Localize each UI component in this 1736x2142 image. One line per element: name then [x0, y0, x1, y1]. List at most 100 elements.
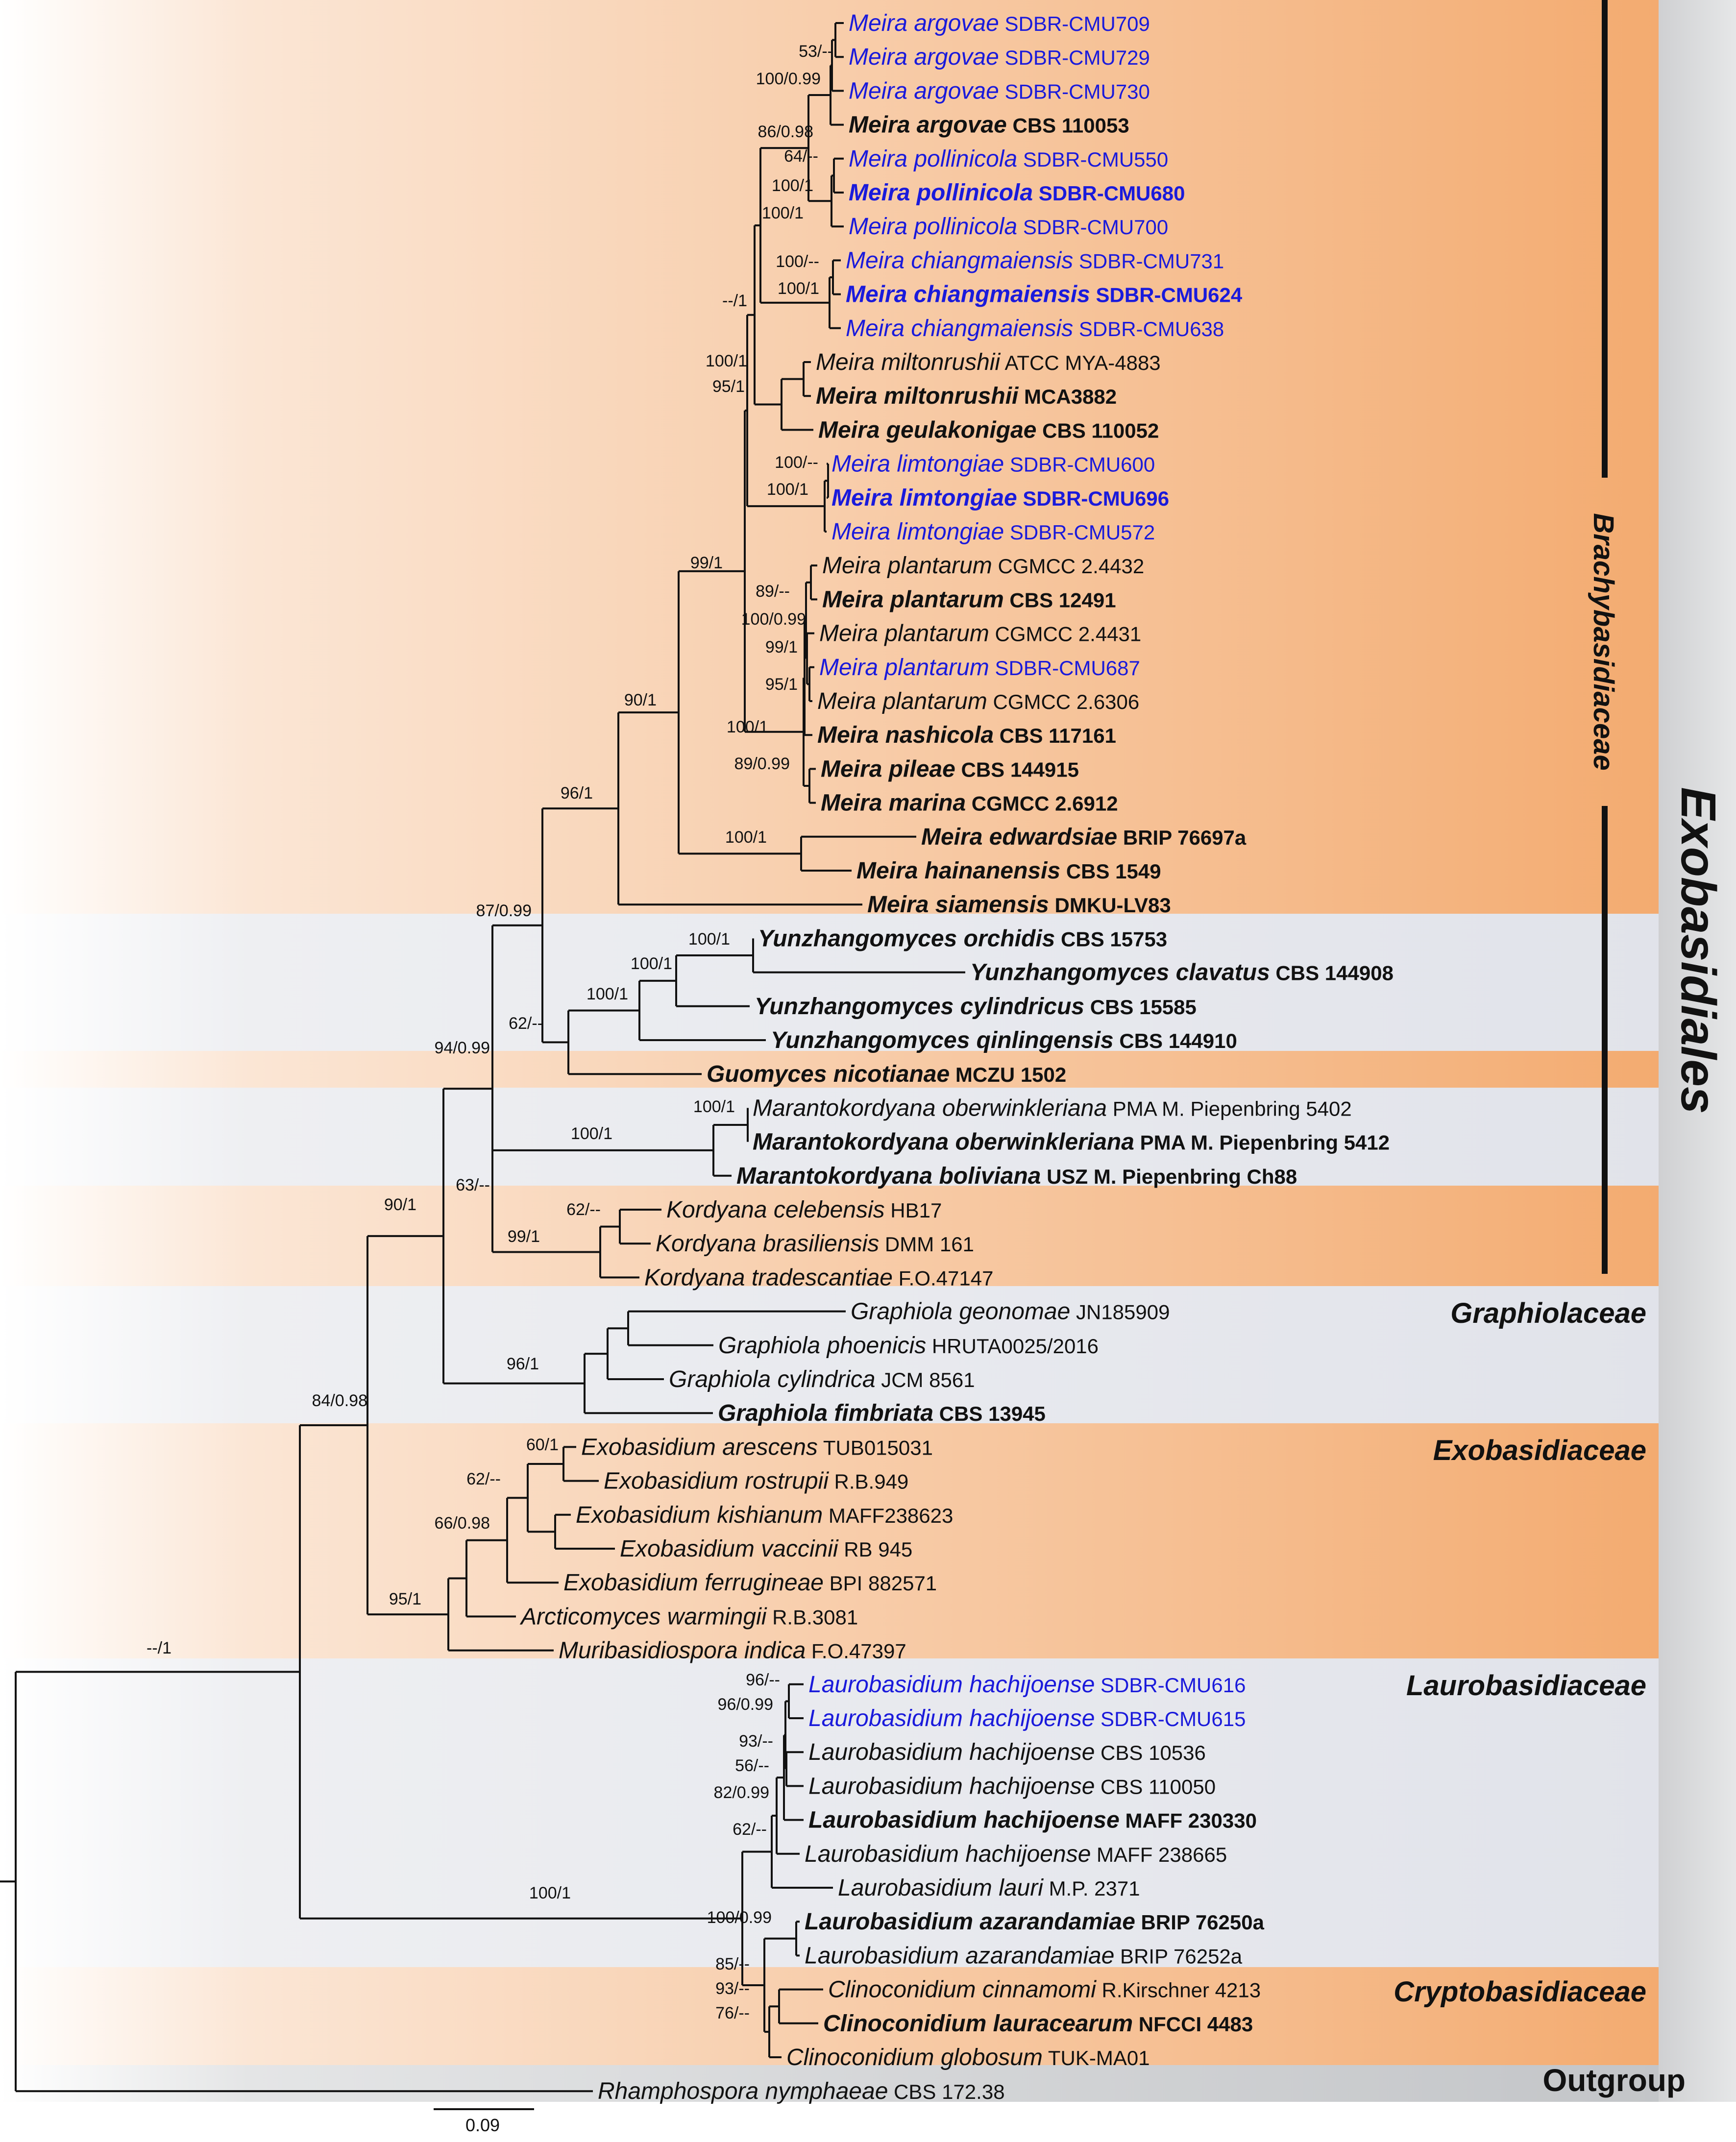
- taxon-label: Meira plantarum CGMCC 2.4431: [819, 621, 1141, 647]
- species-name: Clinoconidium cinnamomi: [828, 1977, 1097, 2003]
- brachybasidiaceae-label: Brachybasidiaceae: [1588, 513, 1619, 771]
- species-name: Meira plantarum: [822, 586, 1004, 612]
- strain-code: SDBR-CMU624: [1090, 284, 1243, 307]
- band-yunzhangomyces: [0, 914, 1659, 1051]
- support-value: 62/--: [566, 1200, 601, 1219]
- strain-code: F.O.47397: [806, 1640, 906, 1663]
- taxon-label: Yunzhangomyces orchidis CBS 15753: [758, 925, 1167, 951]
- taxon-label: Meira pileae CBS 144915: [821, 756, 1079, 782]
- strain-code: SDBR-CMU709: [999, 12, 1150, 35]
- support-value: 100/1: [693, 1097, 735, 1116]
- strain-code: PMA M. Piepenbring 5402: [1107, 1097, 1352, 1120]
- taxon-label: Yunzhangomyces cylindricus CBS 15585: [755, 994, 1197, 1020]
- species-name: Meira plantarum: [819, 621, 989, 647]
- support-values: 53/--100/0.9986/0.9864/--100/1100/1100/-…: [147, 42, 833, 2022]
- species-name: Meira edwardsiae: [921, 824, 1117, 850]
- band-brachy-meira: [0, 0, 1659, 914]
- band-outgroup: [0, 2065, 1659, 2102]
- support-value: 86/0.98: [758, 122, 813, 141]
- strain-code: BPI 882571: [824, 1572, 937, 1595]
- taxon-label: Laurobasidium hachijoense MAFF 230330: [808, 1807, 1257, 1833]
- strain-code: MAFF 230330: [1120, 1809, 1257, 1832]
- taxon-label: Exobasidium kishianum MAFF238623: [576, 1502, 953, 1528]
- support-value: 60/1: [526, 1436, 559, 1454]
- band-laurobasidiaceae: [0, 1658, 1659, 1967]
- species-name: Meira pileae: [821, 756, 955, 782]
- species-name: Exobasidium rostrupii: [604, 1468, 829, 1494]
- species-name: Meira limtongiae: [831, 519, 1004, 545]
- species-name: Graphiola geonomae: [851, 1299, 1070, 1325]
- taxon-label: Meira limtongiae SDBR-CMU572: [831, 519, 1155, 545]
- support-value: 89/--: [756, 582, 790, 601]
- taxon-label: Meira argovae SDBR-CMU730: [849, 78, 1150, 104]
- support-value: 96/0.99: [718, 1695, 773, 1714]
- strain-code: CBS 13945: [933, 1402, 1046, 1425]
- species-name: Meira argovae: [849, 10, 999, 36]
- species-name: Yunzhangomyces clavatus: [970, 960, 1270, 986]
- strain-code: MCA3882: [1018, 385, 1117, 408]
- species-name: Marantokordyana oberwinkleriana: [753, 1095, 1107, 1121]
- support-value: 100/1: [772, 176, 813, 195]
- strain-code: PMA M. Piepenbring 5412: [1134, 1131, 1390, 1154]
- taxon-label: Laurobasidium hachijoense CBS 110050: [808, 1773, 1216, 1799]
- support-value: 100/--: [775, 453, 818, 472]
- exobasidiaceae-label: Exobasidiaceae: [1433, 1435, 1646, 1466]
- support-value: 100/1: [688, 930, 730, 949]
- branches: [0, 22, 965, 2093]
- species-name: Exobasidium kishianum: [576, 1502, 823, 1528]
- support-value: 63/--: [456, 1176, 490, 1194]
- strain-code: CBS 144910: [1114, 1029, 1237, 1052]
- taxon-label: Marantokordyana boliviana USZ M. Piepenb…: [736, 1163, 1297, 1189]
- strain-code: CBS 12491: [1004, 588, 1116, 611]
- support-value: 100/0.99: [756, 70, 821, 88]
- species-name: Meira plantarum: [822, 553, 992, 579]
- strain-code: CGMCC 2.4432: [992, 555, 1144, 578]
- support-value: 56/--: [735, 1756, 769, 1775]
- support-value: --/1: [722, 292, 747, 310]
- species-name: Laurobasidium azarandamiae: [805, 1909, 1135, 1935]
- strain-code: CGMCC 2.4431: [989, 623, 1141, 646]
- band-graphiolaceae: [0, 1286, 1659, 1423]
- strain-code: SDBR-CMU638: [1073, 317, 1224, 341]
- strain-code: F.O.47147: [893, 1266, 993, 1290]
- species-name: Kordyana tradescantiae: [644, 1265, 893, 1290]
- strain-code: DMM 161: [879, 1233, 974, 1256]
- cryptobasidiaceae-label: Cryptobasidiaceae: [1394, 1976, 1646, 2008]
- species-name: Laurobasidium lauri: [838, 1875, 1044, 1901]
- species-name: Meira nashicola: [817, 722, 994, 748]
- taxon-label: Arcticomyces warmingii R.B.3081: [519, 1604, 858, 1630]
- support-value: 96/1: [507, 1355, 539, 1373]
- strain-code: CBS 144908: [1270, 962, 1394, 985]
- support-value: 99/1: [690, 554, 723, 572]
- taxon-label: Meira argovae SDBR-CMU729: [849, 44, 1150, 70]
- species-name: Rhamphospora nymphaeae: [598, 2078, 888, 2104]
- species-name: Meira chiangmaiensis: [846, 282, 1090, 308]
- strain-code: BRIP 76252a: [1114, 1945, 1242, 1968]
- support-value: 95/1: [712, 377, 745, 396]
- strain-code: SDBR-CMU550: [1017, 148, 1168, 171]
- strain-code: MAFF 238665: [1091, 1843, 1227, 1866]
- species-name: Graphiola phoenicis: [718, 1333, 926, 1359]
- strain-code: HRUTA0025/2016: [926, 1335, 1099, 1358]
- species-name: Meira pollinicola: [849, 180, 1033, 206]
- species-name: Marantokordyana boliviana: [736, 1163, 1041, 1189]
- species-name: Graphiola fimbriata: [718, 1400, 933, 1426]
- support-value: 62/--: [509, 1014, 543, 1033]
- taxon-label: Kordyana brasiliensis DMM 161: [656, 1231, 974, 1257]
- laurobasidiaceae-label: Laurobasidiaceae: [1406, 1670, 1646, 1702]
- strain-code: R.Kirschner 4213: [1096, 1979, 1261, 2002]
- species-name: Kordyana brasiliensis: [656, 1231, 879, 1257]
- support-value: 87/0.99: [476, 901, 532, 920]
- support-value: 96/1: [561, 784, 593, 803]
- support-value: 93/--: [715, 1979, 750, 1998]
- taxon-label: Guomyces nicotianae MCZU 1502: [707, 1061, 1066, 1087]
- support-value: --/1: [147, 1639, 171, 1657]
- species-name: Meira miltonrushii: [816, 383, 1019, 409]
- taxon-label: Meira pollinicola SDBR-CMU680: [849, 180, 1185, 206]
- taxon-label: Laurobasidium lauri M.P. 2371: [838, 1875, 1140, 1901]
- strain-code: MCZU 1502: [950, 1063, 1066, 1086]
- strain-code: SDBR-CMU696: [1017, 487, 1169, 510]
- support-value: 100/0.99: [741, 610, 806, 629]
